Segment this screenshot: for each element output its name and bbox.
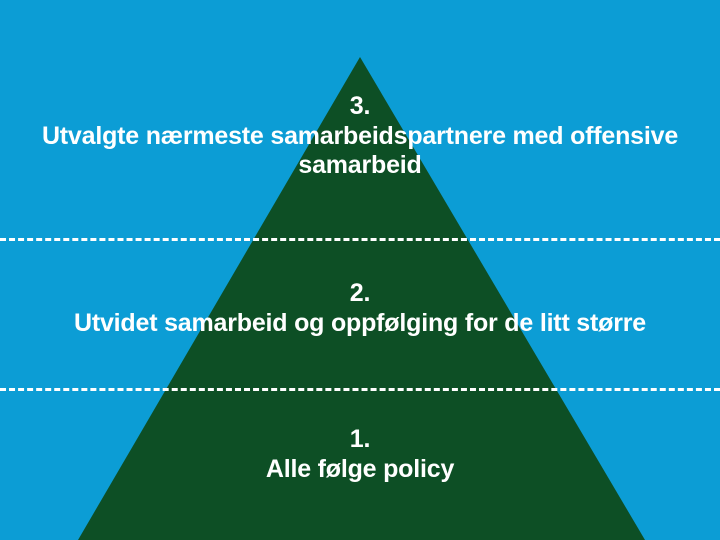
tier-2-label: Utvidet samarbeid og oppfølging for de l… [74, 308, 646, 337]
divider-line-lower [0, 388, 720, 391]
pyramid-tier-2: 2. Utvidet samarbeid og oppfølging for d… [0, 279, 720, 338]
tier-2-number: 2. [349, 279, 371, 307]
tier-3-label: Utvalgte nærmeste samarbeidspartnere med… [41, 121, 679, 180]
tier-1-label: Alle følge policy [265, 454, 455, 483]
divider-line-upper [0, 238, 720, 241]
tier-1-number: 1. [349, 425, 371, 453]
pyramid-tier-3: 3. Utvalgte nærmeste samarbeidspartnere … [0, 92, 720, 181]
pyramid-tier-1: 1. Alle følge policy [0, 425, 720, 484]
tier-3-number: 3. [349, 92, 371, 120]
